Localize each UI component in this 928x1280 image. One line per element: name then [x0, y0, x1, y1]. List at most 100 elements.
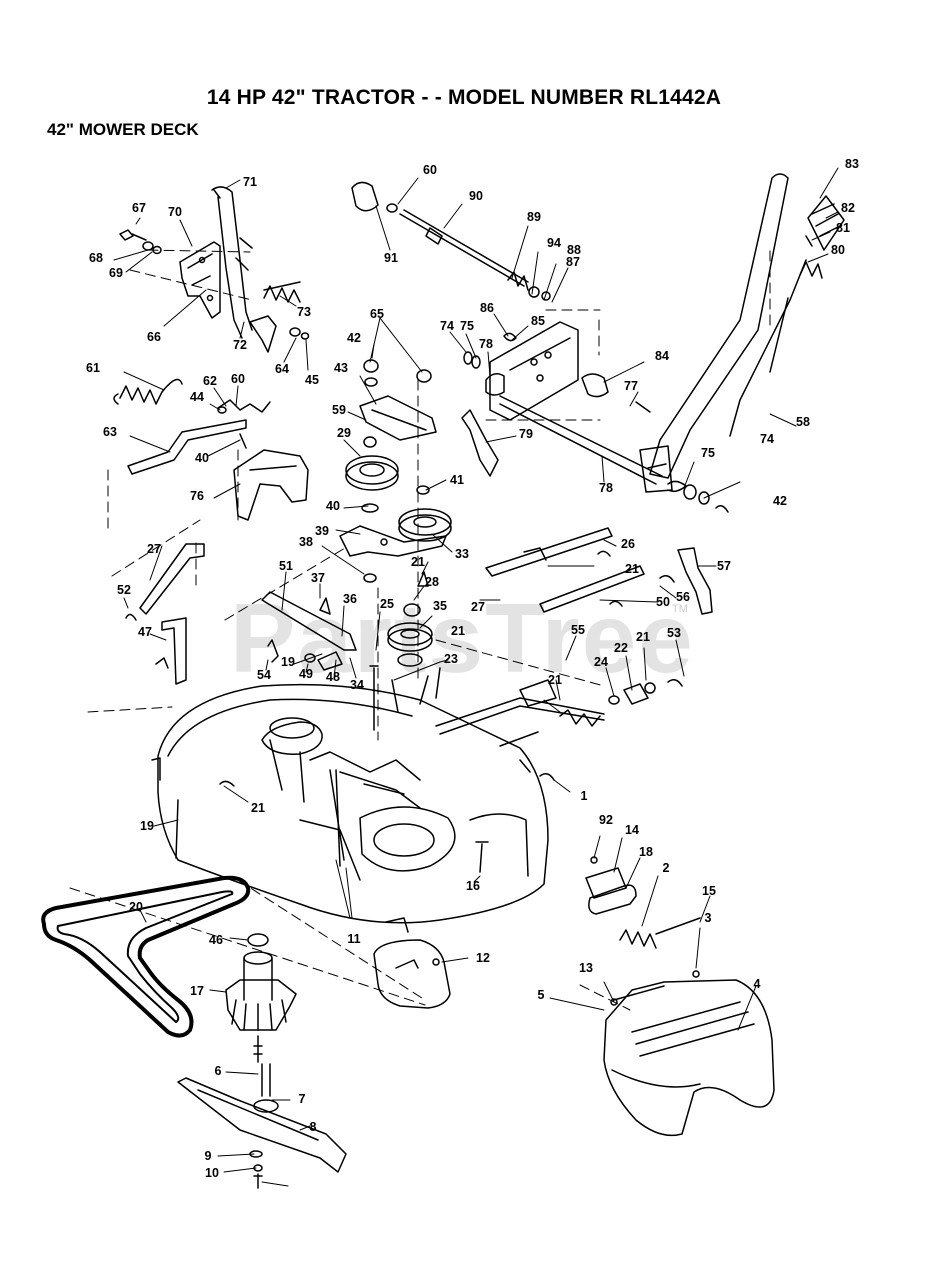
callout-label-72: 72	[233, 338, 247, 352]
callout-label-27: 27	[471, 600, 485, 614]
callout-label-66: 66	[147, 330, 161, 344]
callout-label-42: 42	[773, 494, 787, 508]
callout-label-12: 12	[476, 951, 490, 965]
callout-label-42: 42	[347, 331, 361, 345]
callout-label-71: 71	[243, 175, 257, 189]
callout-label-54: 54	[257, 668, 271, 682]
callout-label-6: 6	[215, 1064, 222, 1078]
callout-label-79: 79	[519, 427, 533, 441]
callout-label-75: 75	[701, 446, 715, 460]
lift-shaft-part	[463, 321, 663, 485]
callout-label-47: 47	[138, 625, 152, 639]
mower-deck-part	[151, 683, 549, 924]
callout-label-36: 36	[343, 592, 357, 606]
callout-label-86: 86	[480, 301, 494, 315]
callout-label-14: 14	[625, 823, 639, 837]
callout-label-53: 53	[667, 626, 681, 640]
link-rod-part	[127, 419, 247, 475]
callout-label-21: 21	[548, 673, 562, 687]
callout-label-4: 4	[754, 977, 761, 991]
dashed-guide-lines	[69, 247, 771, 1011]
callout-label-11: 11	[347, 932, 360, 946]
discharge-chute-part	[603, 979, 775, 1137]
callout-label-41: 41	[450, 473, 464, 487]
callout-label-40: 40	[195, 451, 209, 465]
callout-label-67: 67	[132, 201, 146, 215]
callout-label-69: 69	[109, 266, 123, 280]
callout-label-78: 78	[599, 481, 613, 495]
callout-label-21: 21	[411, 555, 425, 569]
return-spring-part	[113, 378, 271, 414]
callout-label-73: 73	[297, 305, 311, 319]
callout-label-8: 8	[310, 1120, 317, 1134]
pulley-guard-part	[373, 917, 451, 1009]
pivot-bolt-part	[369, 665, 379, 731]
callout-label-81: 81	[836, 221, 850, 235]
callout-label-64: 64	[275, 362, 289, 376]
callout-label-50: 50	[656, 595, 670, 609]
rod-spring-part	[507, 271, 551, 301]
callout-label-55: 55	[571, 623, 585, 637]
callout-label-89: 89	[527, 210, 541, 224]
callout-label-21: 21	[636, 630, 650, 644]
idler-bracket-part	[359, 359, 437, 448]
spring-part	[249, 281, 310, 353]
callout-label-88: 88	[567, 243, 581, 257]
callout-label-33: 33	[455, 547, 469, 561]
blade-spindle-part	[177, 1035, 347, 1189]
deck-link-part	[485, 527, 645, 613]
lever-part	[461, 409, 499, 477]
callout-label-84: 84	[655, 349, 669, 363]
callout-label-10: 10	[205, 1166, 219, 1180]
idler-arm-part	[339, 525, 447, 583]
callout-label-40: 40	[326, 499, 340, 513]
callout-label-77: 77	[624, 379, 638, 393]
callout-label-19: 19	[281, 655, 295, 669]
callout-label-94: 94	[547, 236, 561, 250]
belt-shield-part	[233, 449, 309, 521]
callout-label-68: 68	[89, 251, 103, 265]
callout-leader-lines	[113, 167, 839, 1187]
callout-label-63: 63	[103, 425, 117, 439]
callout-label-75: 75	[460, 319, 474, 333]
callout-label-48: 48	[326, 670, 340, 684]
callout-label-35: 35	[433, 599, 447, 613]
callout-label-18: 18	[639, 845, 653, 859]
belt-guide-part	[261, 591, 357, 671]
callout-label-13: 13	[579, 961, 593, 975]
drive-pulley-part	[387, 571, 441, 713]
callout-label-52: 52	[117, 583, 131, 597]
discharge-bracket-part	[585, 856, 701, 978]
callout-label-82: 82	[841, 201, 855, 215]
callout-label-78: 78	[479, 337, 493, 351]
callout-label-70: 70	[168, 205, 182, 219]
callout-label-1: 1	[581, 789, 588, 803]
callout-label-60: 60	[231, 372, 245, 386]
callout-label-62: 62	[203, 374, 217, 388]
deck-bolt-part	[475, 841, 489, 873]
callout-label-25: 25	[380, 597, 394, 611]
lift-handle-part	[211, 186, 253, 339]
callout-label-87: 87	[566, 255, 580, 269]
callout-label-24: 24	[594, 655, 608, 669]
callout-label-7: 7	[299, 1092, 306, 1106]
callout-label-91: 91	[384, 251, 398, 265]
callout-label-65: 65	[370, 307, 384, 321]
callout-label-56: 56	[676, 590, 690, 604]
callout-label-74: 74	[760, 432, 774, 446]
callout-label-51: 51	[279, 559, 293, 573]
front-rod-part	[435, 679, 683, 781]
callout-label-85: 85	[531, 314, 545, 328]
callout-label-9: 9	[205, 1149, 212, 1163]
callout-label-58: 58	[796, 415, 810, 429]
callout-label-59: 59	[332, 403, 346, 417]
callout-label-39: 39	[315, 524, 329, 538]
callout-label-38: 38	[299, 535, 313, 549]
rear-lift-arm-part	[635, 173, 845, 513]
spindle-housing-part	[225, 933, 297, 1031]
callout-label-37: 37	[311, 571, 325, 585]
callout-label-23: 23	[444, 652, 458, 666]
